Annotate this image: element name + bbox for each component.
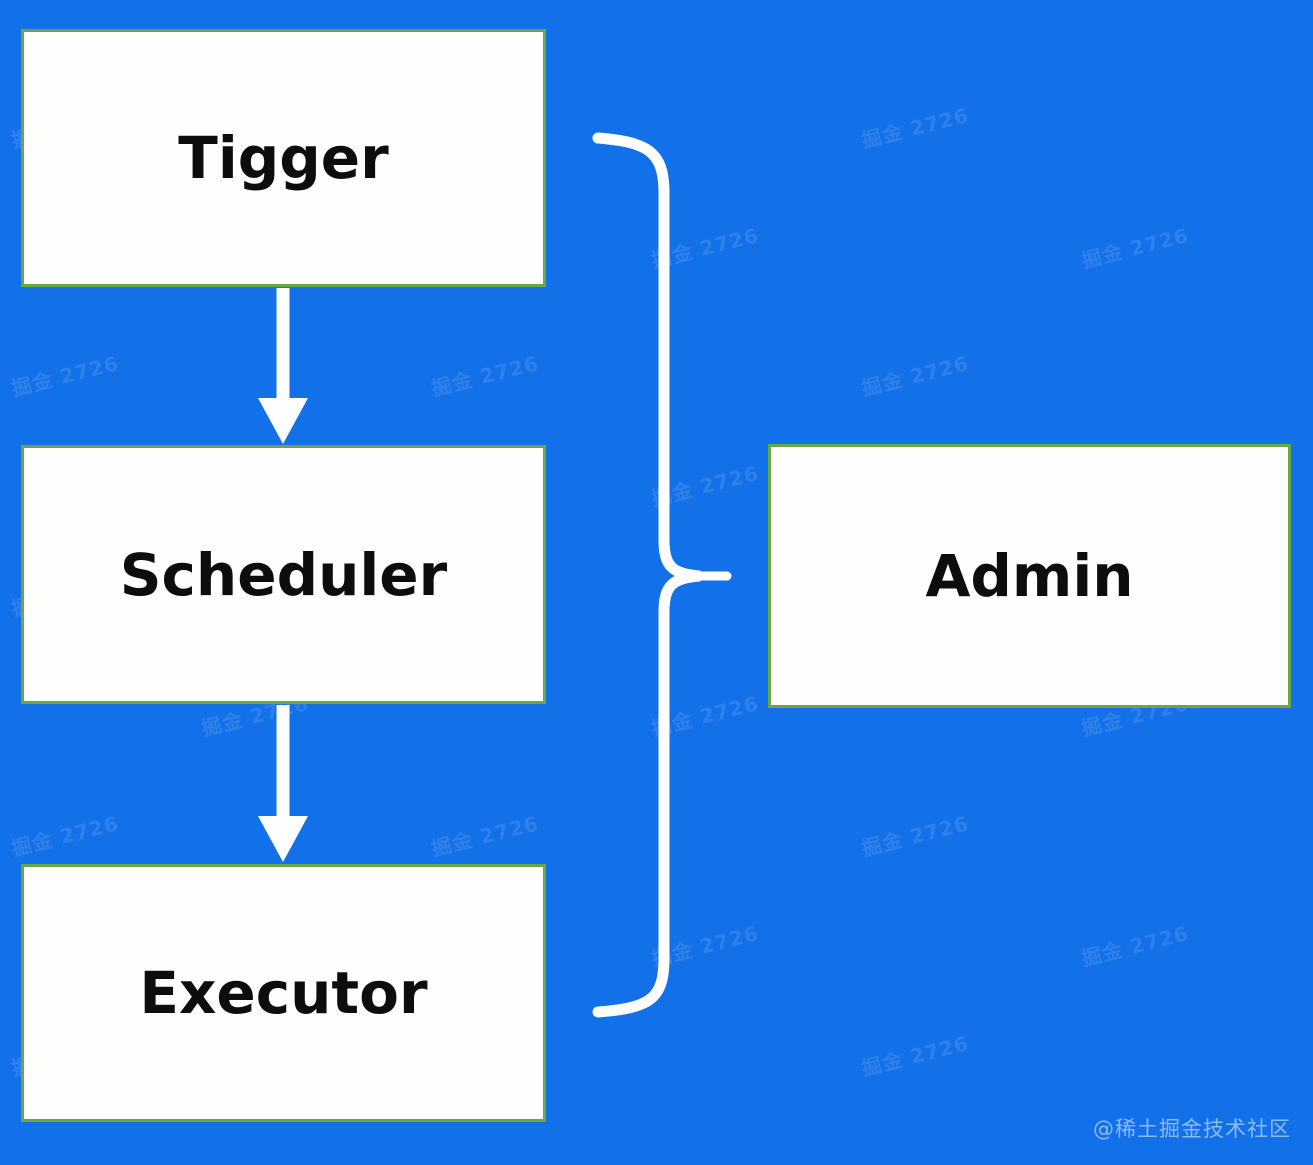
node-tigger-label: Tigger <box>178 124 389 192</box>
corner-watermark: @稀土掘金技术社区 <box>1093 1117 1291 1141</box>
node-admin-label: Admin <box>925 542 1134 610</box>
node-scheduler-label: Scheduler <box>119 540 448 609</box>
node-admin[interactable]: Admin <box>768 444 1291 708</box>
node-scheduler[interactable]: Scheduler <box>21 445 546 704</box>
node-tigger[interactable]: Tigger <box>21 29 546 287</box>
node-executor[interactable]: Executor <box>21 864 546 1122</box>
node-executor-label: Executor <box>139 959 428 1027</box>
